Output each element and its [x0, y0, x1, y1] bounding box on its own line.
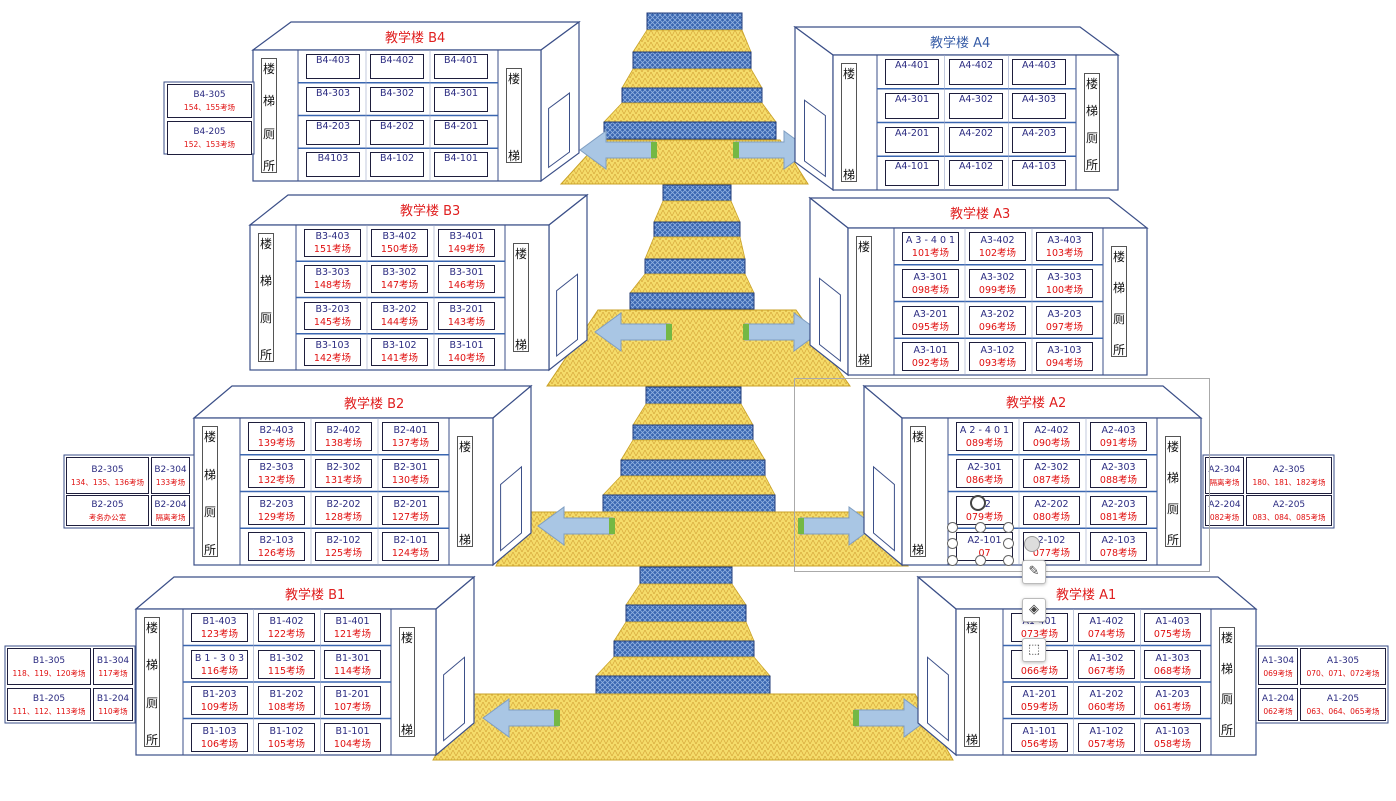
- arrow-tail: [609, 518, 615, 534]
- stair-step: [646, 12, 743, 31]
- stair-step: [613, 640, 755, 658]
- stair-step: [653, 221, 741, 238]
- arrow-tail: [743, 324, 749, 340]
- building-door: [500, 465, 522, 552]
- arrow-tail: [554, 710, 560, 726]
- stair-step: [620, 459, 766, 477]
- building-door: [804, 99, 826, 178]
- stair-step: [632, 51, 752, 70]
- stair-step: [621, 87, 763, 104]
- annex-frame: [1255, 645, 1389, 724]
- stair-landing: [595, 656, 771, 677]
- stair-landing: [653, 200, 741, 223]
- building-roof: [916, 576, 1258, 610]
- building-side: [794, 25, 834, 192]
- stair-step: [602, 494, 776, 514]
- building-roof: [192, 385, 533, 419]
- stair-step: [645, 386, 742, 405]
- building-roof: [251, 21, 581, 51]
- building-door: [443, 656, 465, 742]
- building-A4: [793, 25, 1120, 192]
- building-door: [819, 277, 841, 363]
- building-roof: [248, 194, 589, 226]
- annex-frame: [1202, 454, 1335, 529]
- building-side: [540, 20, 580, 183]
- stair-step: [632, 424, 754, 441]
- stair-step: [639, 566, 733, 585]
- stair-landing: [621, 68, 763, 89]
- building-door: [556, 273, 578, 358]
- stair-step: [625, 604, 747, 623]
- building-roof: [793, 26, 1120, 56]
- building-B4: [251, 20, 581, 183]
- building-roof: [808, 197, 1149, 229]
- direction-arrow-right: [744, 312, 821, 352]
- building-door: [873, 465, 895, 552]
- direction-arrow-left: [482, 698, 559, 738]
- stair-step: [662, 184, 732, 202]
- building-side: [917, 575, 957, 757]
- building-B1: [134, 575, 476, 757]
- stair-landing: [644, 236, 746, 260]
- stair-landing: [613, 621, 755, 642]
- stair-step: [644, 258, 746, 275]
- stair-landing: [629, 273, 755, 294]
- arrow-tail: [853, 710, 859, 726]
- arrow-tail: [733, 142, 739, 158]
- building-A3: [808, 196, 1149, 377]
- building-A1: [916, 575, 1258, 757]
- direction-arrow-right: [854, 698, 931, 738]
- annex-frame: [4, 645, 136, 724]
- stair-landing: [620, 439, 766, 461]
- building-A2: [862, 384, 1203, 567]
- direction-arrow-right: [799, 506, 876, 546]
- stair-landing: [625, 583, 747, 606]
- stair-step: [595, 675, 771, 696]
- direction-arrow-left: [537, 506, 614, 546]
- arrow-tail: [651, 142, 657, 158]
- annex-frame: [63, 454, 195, 529]
- direction-arrow-left: [579, 130, 656, 170]
- building-door: [927, 656, 949, 742]
- annex-frame: [163, 81, 255, 155]
- plaza-platform: [432, 693, 954, 761]
- stair-landing: [603, 102, 777, 123]
- building-roof: [134, 576, 476, 610]
- building-B2: [192, 384, 533, 567]
- stair-step: [629, 292, 755, 310]
- building-B3: [248, 193, 589, 372]
- stair-landing: [632, 29, 752, 53]
- building-roof: [862, 385, 1203, 419]
- stair-step: [603, 121, 777, 140]
- stair-landing: [602, 475, 776, 496]
- direction-arrow-left: [594, 312, 671, 352]
- arrow-tail: [666, 324, 672, 340]
- building-side: [809, 196, 849, 377]
- building-door: [548, 92, 570, 169]
- building-side: [435, 575, 475, 757]
- stair-landing: [632, 403, 754, 426]
- arrow-tail: [798, 518, 804, 534]
- building-side: [548, 193, 588, 372]
